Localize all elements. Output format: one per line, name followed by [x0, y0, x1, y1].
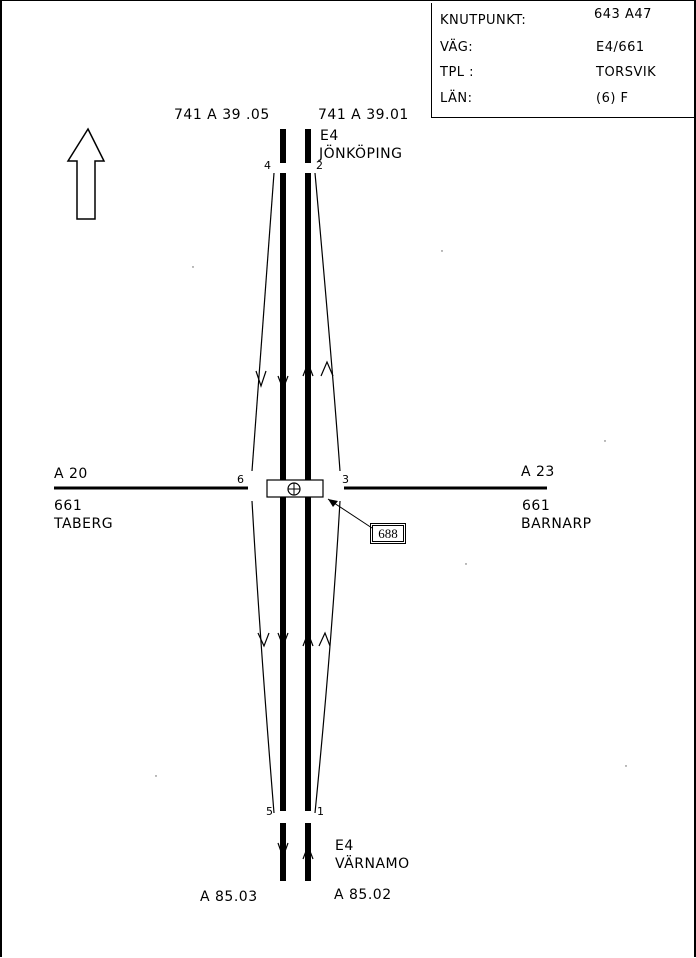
- bridge-id-label: 688: [370, 523, 406, 544]
- top-left-reference: 741 A 39 .05: [174, 107, 270, 123]
- bottom-left-reference: A 85.03: [200, 889, 258, 905]
- main-carriageway-e4: [280, 129, 311, 881]
- bridge-icon: [266, 479, 324, 498]
- tpl-key: TPL :: [440, 65, 475, 80]
- east-city-label: BARNARP: [521, 516, 592, 532]
- east-road-label: 661: [522, 498, 551, 514]
- lan-value: (6) F: [596, 91, 629, 106]
- direction-arrows: [255, 360, 334, 860]
- node-5-label: 5: [266, 805, 274, 818]
- bottom-right-reference: A 85.02: [334, 887, 392, 903]
- info-box: KNUTPUNKT: 643 A47 VÄG: E4/661 TPL : TOR…: [431, 3, 694, 118]
- tpl-value: TORSVIK: [596, 65, 657, 80]
- node-6-label: 6: [237, 473, 245, 486]
- south-city-label: VÄRNAMO: [335, 856, 410, 872]
- knutpunkt-key: KNUTPUNKT:: [440, 13, 527, 28]
- node-3-label: 3: [342, 473, 350, 486]
- node-4-label: 4: [264, 159, 272, 172]
- lan-key: LÄN:: [440, 91, 473, 106]
- node-2-label: 2: [316, 159, 324, 172]
- north-road-label: E4: [320, 128, 339, 144]
- south-road-label: E4: [335, 838, 354, 854]
- top-right-reference: 741 A 39.01: [318, 107, 409, 123]
- vag-key: VÄG:: [440, 40, 474, 55]
- vag-value: E4/661: [596, 40, 645, 55]
- north-arrow-icon: [66, 127, 106, 220]
- north-city-label: JÖNKÖPING: [319, 146, 403, 162]
- west-reference: A 20: [54, 466, 88, 482]
- west-road-label: 661: [54, 498, 83, 514]
- knutpunkt-value: 643 A47: [594, 7, 652, 22]
- west-city-label: TABERG: [54, 516, 114, 532]
- ramps: [251, 172, 341, 814]
- east-reference: A 23: [521, 464, 555, 480]
- node-1-label: 1: [317, 805, 325, 818]
